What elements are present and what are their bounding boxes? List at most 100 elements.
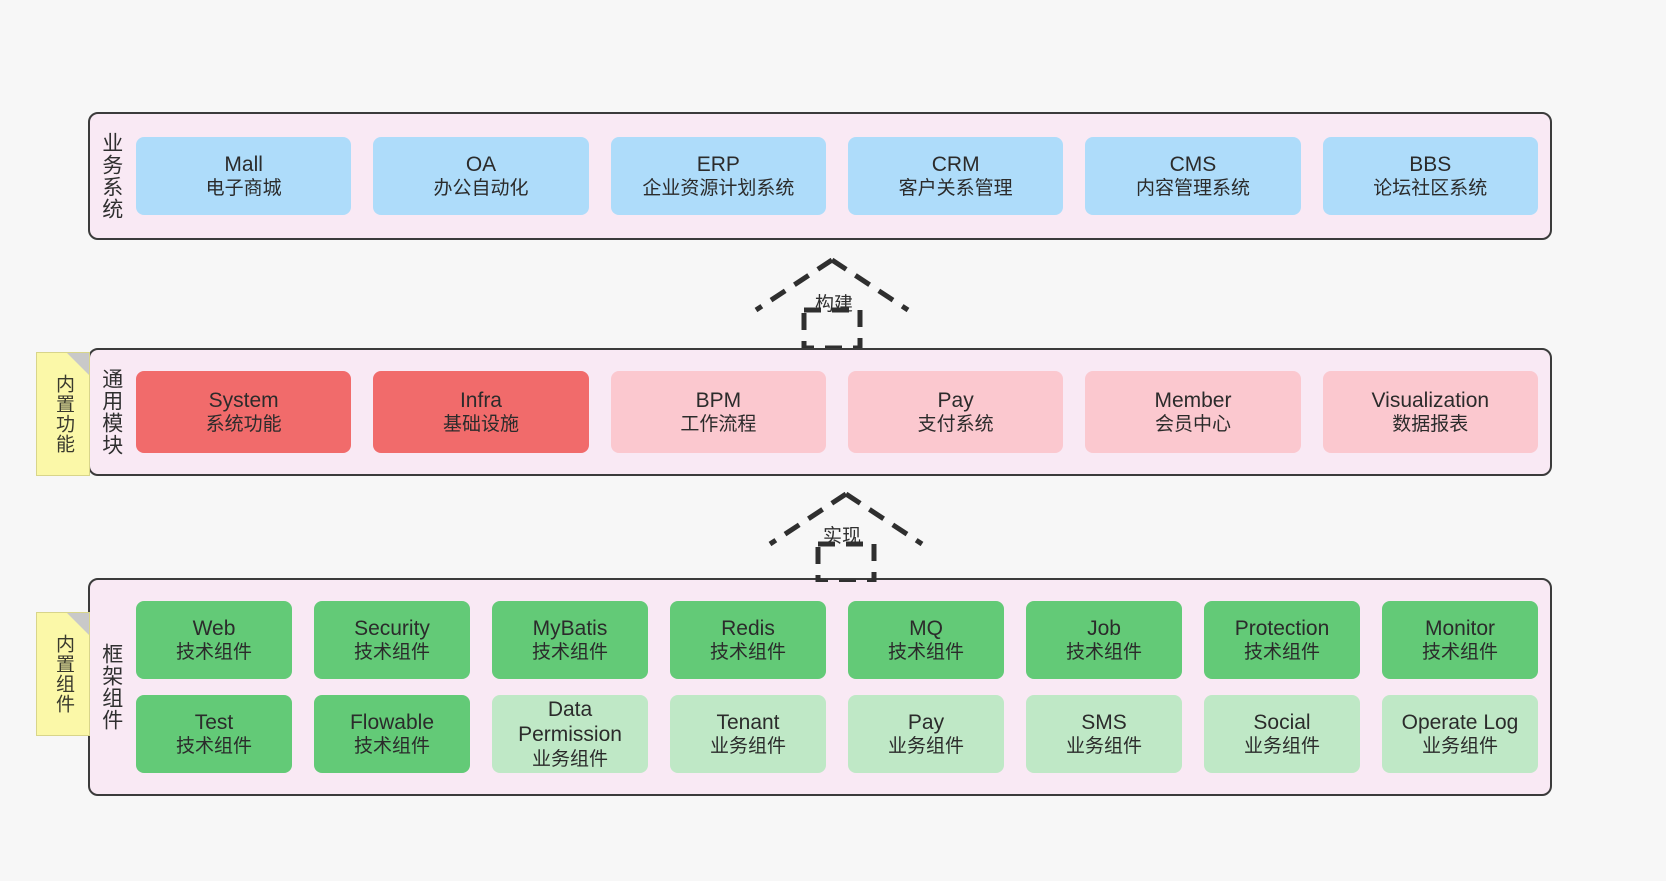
module-card-data-permission[interactable]: Data Permission 业务组件 [492,695,648,773]
sticky-fold-corner-icon [67,353,89,375]
module-card-system[interactable]: System 系统功能 [136,371,352,453]
module-card-security[interactable]: Security 技术组件 [314,601,470,679]
module-card-subtitle: 技术组件 [531,642,608,664]
module-card-title: System [208,388,279,412]
layer-common-modules: 通用模块 System 系统功能 Infra 基础设施 BPM 工作流程 Pay… [88,348,1552,476]
module-card-web[interactable]: Web 技术组件 [136,601,292,679]
generalization-arrow-build [754,257,910,348]
module-card-social[interactable]: Social 业务组件 [1204,695,1360,773]
module-card-title: Protection [1234,616,1330,640]
module-card-subtitle: 客户关系管理 [898,178,1013,200]
module-card-subtitle: 电子商城 [205,178,282,200]
module-card-title: ERP [696,152,740,176]
layer-row: Mall 电子商城 OA 办公自动化 ERP 企业资源计划系统 CRM 客户关系… [136,137,1538,215]
module-card-title: Flowable [349,710,435,734]
module-card-oa[interactable]: OA 办公自动化 [373,137,589,215]
layer-body-framework: Web 技术组件 Security 技术组件 MyBatis 技术组件 Redi… [132,580,1550,794]
module-card-subtitle: 内容管理系统 [1135,178,1250,200]
module-card-subtitle: 技术组件 [353,642,430,664]
module-card-cms[interactable]: CMS 内容管理系统 [1085,137,1301,215]
module-card-title: OA [465,152,497,176]
module-card-test[interactable]: Test 技术组件 [136,695,292,773]
generalization-arrow-implement [768,491,924,582]
module-card-title: Test [194,710,234,734]
module-card-subtitle: 办公自动化 [433,178,529,200]
layer-title-framework: 框架组件 [99,643,123,731]
module-card-infra[interactable]: Infra 基础设施 [373,371,589,453]
module-card-subtitle: 论坛社区系统 [1373,178,1488,200]
module-card-tenant[interactable]: Tenant 业务组件 [670,695,826,773]
module-card-redis[interactable]: Redis 技术组件 [670,601,826,679]
module-card-pay-business[interactable]: Pay 业务组件 [848,695,1004,773]
module-card-subtitle: 技术组件 [1065,642,1142,664]
module-card-title: Pay [907,710,945,734]
module-card-mybatis[interactable]: MyBatis 技术组件 [492,601,648,679]
module-card-subtitle: 技术组件 [1421,642,1498,664]
module-card-title: Job [1087,616,1121,640]
module-card-subtitle: 业务组件 [1421,736,1498,758]
module-card-subtitle: 系统功能 [205,414,282,436]
module-card-subtitle: 业务组件 [887,736,964,758]
module-card-subtitle: 会员中心 [1154,414,1231,436]
module-card-subtitle: 业务组件 [531,749,608,771]
module-card-subtitle: 技术组件 [175,736,252,758]
module-card-crm[interactable]: CRM 客户关系管理 [847,137,1064,215]
module-card-subtitle: 基础设施 [442,414,519,436]
module-card-subtitle: 技术组件 [1243,642,1320,664]
module-card-mq[interactable]: MQ 技术组件 [848,601,1004,679]
module-card-flowable[interactable]: Flowable 技术组件 [314,695,470,773]
module-card-job[interactable]: Job 技术组件 [1026,601,1182,679]
module-card-subtitle: 支付系统 [917,414,994,436]
layer-row: Web 技术组件 Security 技术组件 MyBatis 技术组件 Redi… [136,601,1538,679]
module-card-title: CRM [931,152,980,176]
layer-title-common: 通用模块 [99,368,123,456]
module-card-visualization[interactable]: Visualization 数据报表 [1322,371,1538,453]
module-card-subtitle: 企业资源计划系统 [642,178,795,200]
sticky-note-builtin-features: 内置功能 [36,352,90,476]
module-card-title: BPM [695,388,742,412]
module-card-title: BBS [1409,152,1452,176]
module-card-title: Pay [937,388,974,412]
module-card-title: Infra [459,388,502,412]
layer-row: System 系统功能 Infra 基础设施 BPM 工作流程 Pay 支付系统… [136,371,1538,453]
module-card-subtitle: 业务组件 [1065,736,1142,758]
module-card-operate-log[interactable]: Operate Log 业务组件 [1382,695,1538,773]
module-card-subtitle: 工作流程 [680,414,757,436]
module-card-title: Security [354,616,430,640]
sticky-note-label: 内置功能 [53,374,75,454]
module-card-title: Web [192,616,236,640]
module-card-monitor[interactable]: Monitor 技术组件 [1382,601,1538,679]
sticky-fold-corner-icon [67,613,89,635]
module-card-pay[interactable]: Pay 支付系统 [847,371,1064,453]
module-card-title: Mall [224,152,263,176]
module-card-title: Tenant [716,710,780,734]
sticky-note-builtin-components: 内置组件 [36,612,90,736]
module-card-erp[interactable]: ERP 企业资源计划系统 [610,137,826,215]
module-card-subtitle: 技术组件 [709,642,786,664]
module-card-member[interactable]: Member 会员中心 [1085,371,1301,453]
module-card-title: MyBatis [532,616,608,640]
layer-title-business: 业务系统 [99,132,123,220]
module-card-title: Redis [721,616,775,640]
module-card-title: Visualization [1371,388,1490,412]
layer-row: Test 技术组件 Flowable 技术组件 Data Permission … [136,695,1538,773]
module-card-title: SMS [1081,710,1127,734]
module-card-subtitle: 技术组件 [353,736,430,758]
module-card-protection[interactable]: Protection 技术组件 [1204,601,1360,679]
module-card-bbs[interactable]: BBS 论坛社区系统 [1322,137,1538,215]
module-card-subtitle: 业务组件 [709,736,786,758]
layer-body-common: System 系统功能 Infra 基础设施 BPM 工作流程 Pay 支付系统… [132,350,1550,474]
layer-framework-components: 框架组件 Web 技术组件 Security 技术组件 MyBatis 技术组件… [88,578,1552,796]
module-card-bpm[interactable]: BPM 工作流程 [610,371,826,453]
module-card-title: Monitor [1424,616,1496,640]
module-card-title: Member [1154,388,1232,412]
module-card-subtitle: 数据报表 [1392,414,1469,436]
module-card-title: Data Permission [518,697,622,747]
module-card-title: Social [1253,710,1311,734]
module-card-subtitle: 业务组件 [1243,736,1320,758]
module-card-sms[interactable]: SMS 业务组件 [1026,695,1182,773]
module-card-subtitle: 技术组件 [175,642,252,664]
sticky-note-label: 内置组件 [53,634,75,714]
module-card-mall[interactable]: Mall 电子商城 [136,137,352,215]
